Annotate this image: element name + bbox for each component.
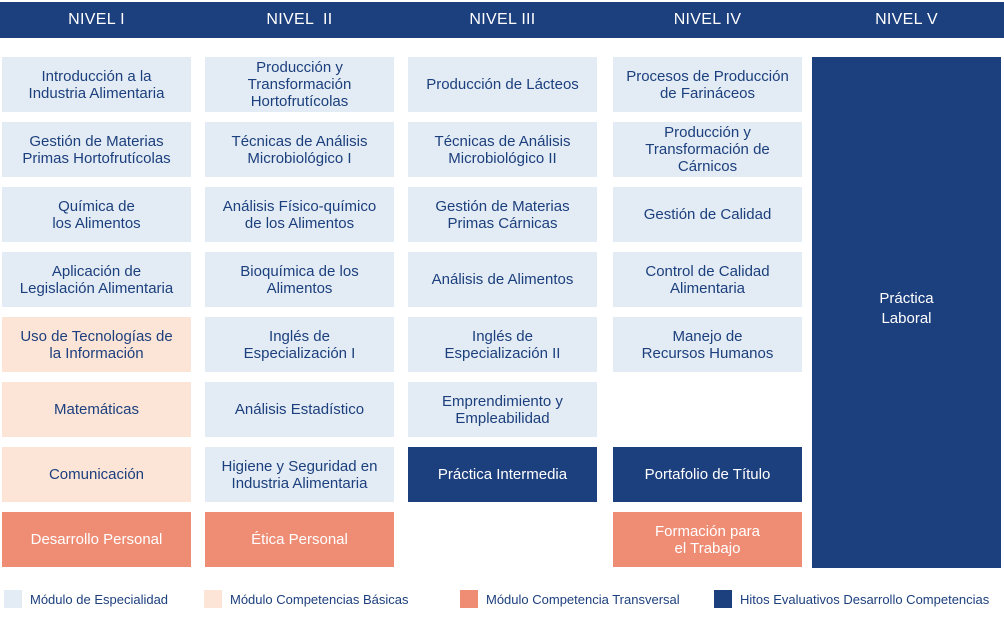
practica-laboral-cell: Práctica Laboral (812, 57, 1001, 568)
module-cell: Emprendimiento y Empleabilidad (408, 382, 597, 437)
level-title-1: NIVEL I (68, 11, 125, 28)
module-cell: Gestión de Materias Primas Cárnicas (408, 187, 597, 242)
level-title-4: NIVEL IV (673, 11, 742, 28)
level-title-3: NIVEL III (469, 11, 536, 28)
legend-label: Hitos Evaluativos Desarrollo Competencia… (740, 591, 990, 607)
module-cell: Análisis de Alimentos (408, 252, 597, 307)
module-cell: Uso de Tecnologías de la Información (2, 317, 191, 372)
module-cell: Control de Calidad Alimentaria (613, 252, 802, 307)
level-title-5: NIVEL V (875, 11, 938, 28)
module-cell: Técnicas de Análisis Microbiológico II (408, 122, 597, 177)
header-bar (0, 2, 1004, 38)
legend-label: Módulo de Especialidad (30, 591, 169, 607)
swatch-icon (204, 590, 222, 608)
milestone-cell: Práctica Intermedia (408, 447, 597, 502)
module-cell: Producción y Transformación Hortofrutíco… (205, 57, 394, 112)
module-cell: Análisis Físico-químico de los Alimentos (205, 187, 394, 242)
module-cell: Inglés de Especialización II (408, 317, 597, 372)
module-cell: Análisis Estadístico (205, 382, 394, 437)
legend-label: Módulo Competencia Transversal (486, 591, 680, 607)
module-cell: Gestión de Calidad (613, 187, 802, 242)
module-cell: Técnicas de Análisis Microbiológico I (205, 122, 394, 177)
module-cell: Matemáticas (2, 382, 191, 437)
module-cell: Inglés de Especialización I (205, 317, 394, 372)
legend-item-transversal: Módulo Competencia Transversal (460, 588, 680, 610)
legend-item-hitos: Hitos Evaluativos Desarrollo Competencia… (714, 588, 989, 610)
module-cell: Introducción a la Industria Alimentaria (2, 57, 191, 112)
legend-item-basicas: Módulo Competencias Básicas (204, 588, 408, 610)
milestone-cell: Portafolio de Título (613, 447, 802, 502)
module-cell: Manejo de Recursos Humanos (613, 317, 802, 372)
module-cell: Producción de Lácteos (408, 57, 597, 112)
legend: Módulo de Especialidad Módulo Competenci… (0, 588, 1004, 610)
module-cell: Aplicación de Legislación Alimentaria (2, 252, 191, 307)
module-cell: Bioquímica de los Alimentos (205, 252, 394, 307)
level-title-2: NIVEL II (266, 11, 333, 28)
module-cell: Desarrollo Personal (2, 512, 191, 567)
legend-label: Módulo Competencias Básicas (230, 591, 409, 607)
module-cell: Procesos de Producción de Farináceos (613, 57, 802, 112)
module-cell: Comunicación (2, 447, 191, 502)
swatch-icon (4, 590, 22, 608)
module-cell: Formación para el Trabajo (613, 512, 802, 567)
module-cell: Química de los Alimentos (2, 187, 191, 242)
module-cell: Gestión de Materias Primas Hortofrutícol… (2, 122, 191, 177)
module-cell: Ética Personal (205, 512, 394, 567)
legend-item-especialidad: Módulo de Especialidad (4, 588, 168, 610)
swatch-icon (460, 590, 478, 608)
module-cell: Higiene y Seguridad en Industria Aliment… (205, 447, 394, 502)
module-cell: Producción y Transformación de Cárnicos (613, 122, 802, 177)
swatch-icon (714, 590, 732, 608)
